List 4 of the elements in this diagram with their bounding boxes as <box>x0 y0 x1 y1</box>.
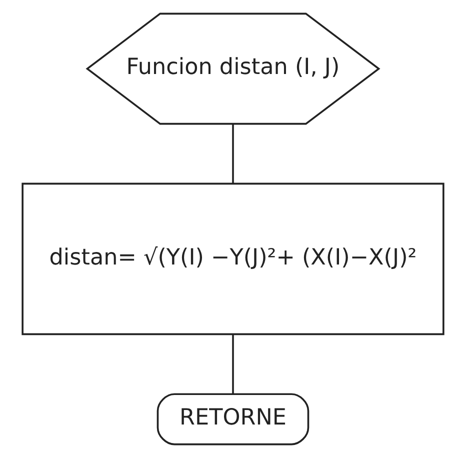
node-box: distan= √(Y(I) −Y(J)²+ (X(I)−X(J)² <box>21 182 444 336</box>
connector <box>232 334 234 394</box>
node-box: RETORNE <box>156 393 309 446</box>
connector <box>232 124 234 184</box>
